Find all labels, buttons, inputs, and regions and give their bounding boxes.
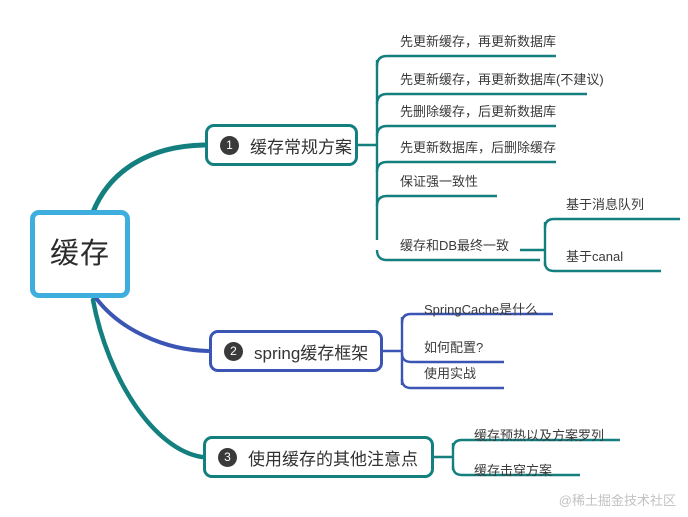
leaf-node-2-1[interactable]: SpringCache是什么 <box>424 302 539 317</box>
leaf-node-1-5[interactable]: 保证强一致性 <box>400 174 479 189</box>
branch-1-label: 缓存常规方案 <box>250 137 352 157</box>
watermark: @稀土掘金技术社区 <box>558 493 676 508</box>
branch-node-2[interactable]: 2 spring缓存框架 <box>209 330 383 372</box>
leaf-node-2-3[interactable]: 使用实战 <box>424 366 477 381</box>
branch-2-label: spring缓存框架 <box>254 343 369 363</box>
leaf-node-1-2[interactable]: 先更新缓存，再更新数据库(不建议) <box>400 72 604 87</box>
branch-1-badge: 1 <box>220 135 239 155</box>
sub-leaf-node-1-6-1[interactable]: 基于消息队列 <box>566 197 645 212</box>
leaf-node-1-4[interactable]: 先更新数据库，后删除缓存 <box>400 140 557 155</box>
branch-node-3[interactable]: 3 使用缓存的其他注意点 <box>203 436 434 478</box>
leaf-wire-1-3 <box>375 124 556 137</box>
branch-node-1[interactable]: 1 缓存常规方案 <box>205 124 358 166</box>
root-node[interactable]: 缓存 <box>30 210 130 298</box>
leaf-node-3-1[interactable]: 缓存预热以及方案罗列 <box>474 428 605 443</box>
leaf-wire-1-5 <box>375 194 497 207</box>
leaf-wire-1-2 <box>375 92 587 105</box>
leaf-node-2-2[interactable]: 如何配置? <box>424 340 484 355</box>
sub-leaf-node-1-6-2[interactable]: 基于canal <box>566 249 624 264</box>
branch-3-badge: 3 <box>218 447 237 467</box>
sub-leaf-wire-1-6-1 <box>543 217 680 229</box>
leaf-node-3-2[interactable]: 缓存击穿方案 <box>474 463 553 478</box>
branch-2-badge: 2 <box>224 341 243 361</box>
connector-root-to-branch-3 <box>90 297 205 460</box>
leaf-node-1-1[interactable]: 先更新缓存，再更新数据库 <box>400 34 557 49</box>
branch-3-label: 使用缓存的其他注意点 <box>248 449 418 469</box>
connector-root-to-branch-2 <box>94 296 210 353</box>
leaf-node-1-6[interactable]: 缓存和DB最终一致 <box>400 238 510 253</box>
leaf-wire-1-4 <box>375 160 556 173</box>
root-node-label: 缓存 <box>49 237 110 270</box>
connector-root-to-branch-1 <box>90 142 207 215</box>
leaf-wire-1-1 <box>375 54 556 67</box>
leaf-node-1-3[interactable]: 先删除缓存，后更新数据库 <box>400 104 557 119</box>
